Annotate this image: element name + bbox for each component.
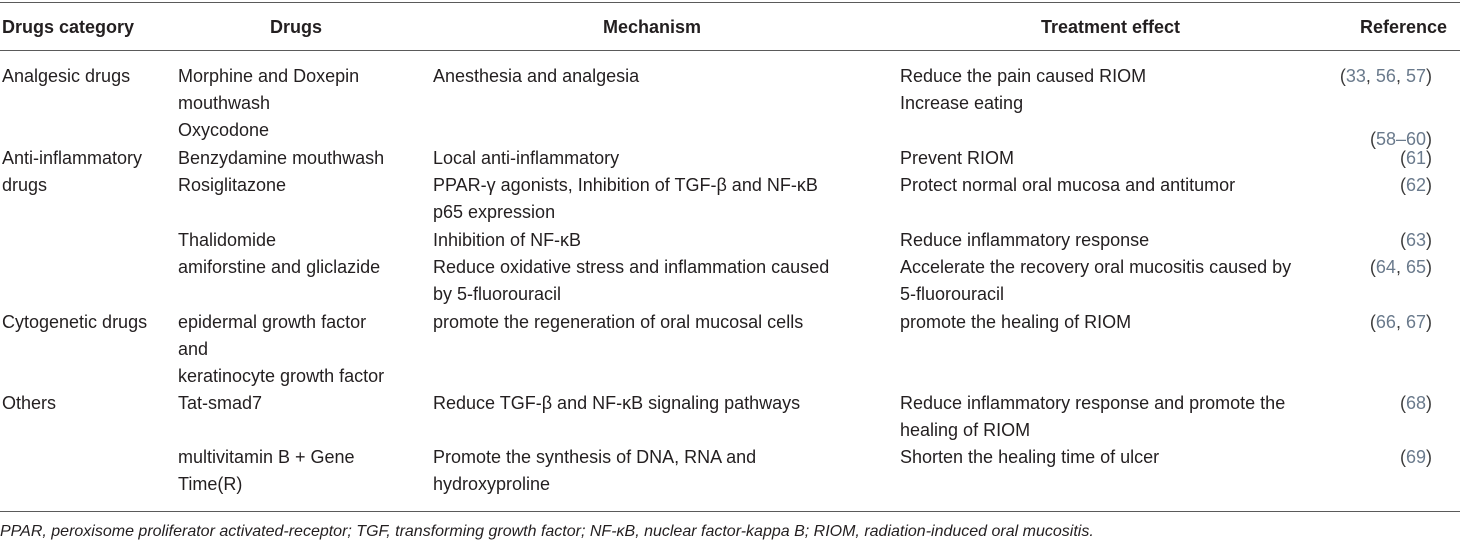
cell-drugs: Rosiglitazone <box>178 175 287 195</box>
cell-mechanism: PPAR-γ agonists, Inhibition of TGF-β and… <box>433 175 818 195</box>
citation-link[interactable]: 63 <box>1405 230 1426 250</box>
cell-mechanism: Anesthesia and analgesia <box>433 66 640 86</box>
table-footnote: PPAR, peroxisome proliferator activated-… <box>0 523 1094 540</box>
cell-treatment-effect: 5-fluorouracil <box>900 284 1005 304</box>
cell-treatment-effect: Protect normal oral mucosa and antitumor <box>900 175 1236 195</box>
citation-punctuation: ( <box>1399 393 1406 413</box>
citation-punctuation: ( <box>1399 148 1406 168</box>
cell-drugs: Tat-smad7 <box>178 393 263 413</box>
cell-drugs-category: Cytogenetic drugs <box>2 312 148 332</box>
cell-drugs: epidermal growth factor <box>178 312 367 332</box>
cell-drugs: Benzydamine mouthwash <box>178 148 385 168</box>
citation-link[interactable]: 56 <box>1375 66 1396 86</box>
cell-drugs: mouthwash <box>178 93 271 113</box>
cell-drugs: Oxycodone <box>178 120 270 140</box>
cell-mechanism: Reduce TGF-β and NF-κB signaling pathway… <box>433 393 801 413</box>
citation-link[interactable]: 65 <box>1405 257 1426 277</box>
cell-mechanism: promote the regeneration of oral mucosal… <box>433 312 804 332</box>
citation-link[interactable]: 61 <box>1405 148 1426 168</box>
cell-drugs-category: drugs <box>2 175 48 195</box>
cell-drugs: amiforstine and gliclazide <box>178 257 381 277</box>
citation-punctuation: ) <box>1426 393 1432 413</box>
cell-reference: (33, 56, 57) <box>1340 63 1432 90</box>
cell-treatment-effect: Reduce inflammatory response <box>900 230 1150 250</box>
cell-drugs: Morphine and Doxepin <box>178 66 360 86</box>
header-treatment-effect: Treatment effect <box>1041 17 1181 37</box>
cell-mechanism: hydroxyproline <box>433 474 551 494</box>
citation-punctuation: , <box>1395 312 1406 332</box>
citation-punctuation: ) <box>1426 129 1432 149</box>
header-drugs: Drugs <box>270 17 323 37</box>
cell-reference: (68) <box>1400 390 1432 417</box>
citation-link[interactable]: 66 <box>1375 312 1396 332</box>
header-reference: Reference <box>1360 17 1448 37</box>
header-mechanism: Mechanism <box>603 17 702 37</box>
cell-treatment-effect: Reduce inflammatory response and promote… <box>900 393 1286 413</box>
citation-link[interactable]: 67 <box>1405 312 1426 332</box>
table-bottom-rule <box>0 511 1460 512</box>
header-drugs-category: Drugs category <box>2 17 135 37</box>
citation-punctuation: ( <box>1369 312 1376 332</box>
cell-reference: (62) <box>1400 172 1432 199</box>
citation-punctuation: ) <box>1426 230 1432 250</box>
cell-treatment-effect: Accelerate the recovery oral mucositis c… <box>900 257 1292 277</box>
table-top-rule <box>0 2 1460 3</box>
citation-punctuation: ( <box>1339 66 1346 86</box>
citation-link[interactable]: 57 <box>1405 66 1426 86</box>
citation-punctuation: , <box>1365 66 1376 86</box>
citation-punctuation: ) <box>1426 257 1432 277</box>
citation-link[interactable]: 62 <box>1405 175 1426 195</box>
citation-punctuation: ( <box>1369 129 1376 149</box>
cell-mechanism: Reduce oxidative stress and inflammation… <box>433 257 830 277</box>
cell-drugs: Time(R) <box>178 474 243 494</box>
cell-reference: (63) <box>1400 227 1432 254</box>
cell-reference: (61) <box>1400 145 1432 172</box>
citation-punctuation: ( <box>1399 447 1406 467</box>
cell-treatment-effect: Prevent RIOM <box>900 148 1015 168</box>
cell-drugs-category: Anti-inflammatory <box>2 148 143 168</box>
cell-reference: (66, 67) <box>1370 309 1432 336</box>
cell-mechanism: Promote the synthesis of DNA, RNA and <box>433 447 757 467</box>
citation-punctuation: ( <box>1399 175 1406 195</box>
cell-drugs-category: Others <box>2 393 57 413</box>
cell-treatment-effect: promote the healing of RIOM <box>900 312 1132 332</box>
cell-drugs: and <box>178 339 209 359</box>
cell-reference: (58–60) <box>1370 126 1432 153</box>
citation-link[interactable]: 64 <box>1375 257 1396 277</box>
cell-mechanism: by 5-fluorouracil <box>433 284 562 304</box>
cell-drugs: Thalidomide <box>178 230 277 250</box>
citation-punctuation: ) <box>1426 175 1432 195</box>
citation-punctuation: , <box>1395 257 1406 277</box>
citation-punctuation: , <box>1395 66 1406 86</box>
citation-punctuation: ( <box>1369 257 1376 277</box>
cell-mechanism: Inhibition of NF-κB <box>433 230 582 250</box>
header-rule <box>0 50 1460 51</box>
citation-link[interactable]: 69 <box>1405 447 1426 467</box>
cell-treatment-effect: Shorten the healing time of ulcer <box>900 447 1160 467</box>
cell-drugs: keratinocyte growth factor <box>178 366 385 386</box>
citation-link[interactable]: 58–60 <box>1375 129 1426 149</box>
cell-reference: (64, 65) <box>1370 254 1432 281</box>
cell-mechanism: Local anti-inflammatory <box>433 148 620 168</box>
citation-punctuation: ) <box>1426 312 1432 332</box>
cell-drugs: multivitamin B + Gene <box>178 447 355 467</box>
cell-treatment-effect: Increase eating <box>900 93 1024 113</box>
citation-punctuation: ) <box>1426 66 1432 86</box>
cell-treatment-effect: Reduce the pain caused RIOM <box>900 66 1147 86</box>
citation-link[interactable]: 68 <box>1405 393 1426 413</box>
citation-punctuation: ) <box>1426 148 1432 168</box>
cell-mechanism: p65 expression <box>433 202 556 222</box>
cell-treatment-effect: healing of RIOM <box>900 420 1031 440</box>
citation-link[interactable]: 33 <box>1345 66 1366 86</box>
cell-reference: (69) <box>1400 444 1432 471</box>
cell-drugs-category: Analgesic drugs <box>2 66 131 86</box>
citation-punctuation: ( <box>1399 230 1406 250</box>
citation-punctuation: ) <box>1426 447 1432 467</box>
